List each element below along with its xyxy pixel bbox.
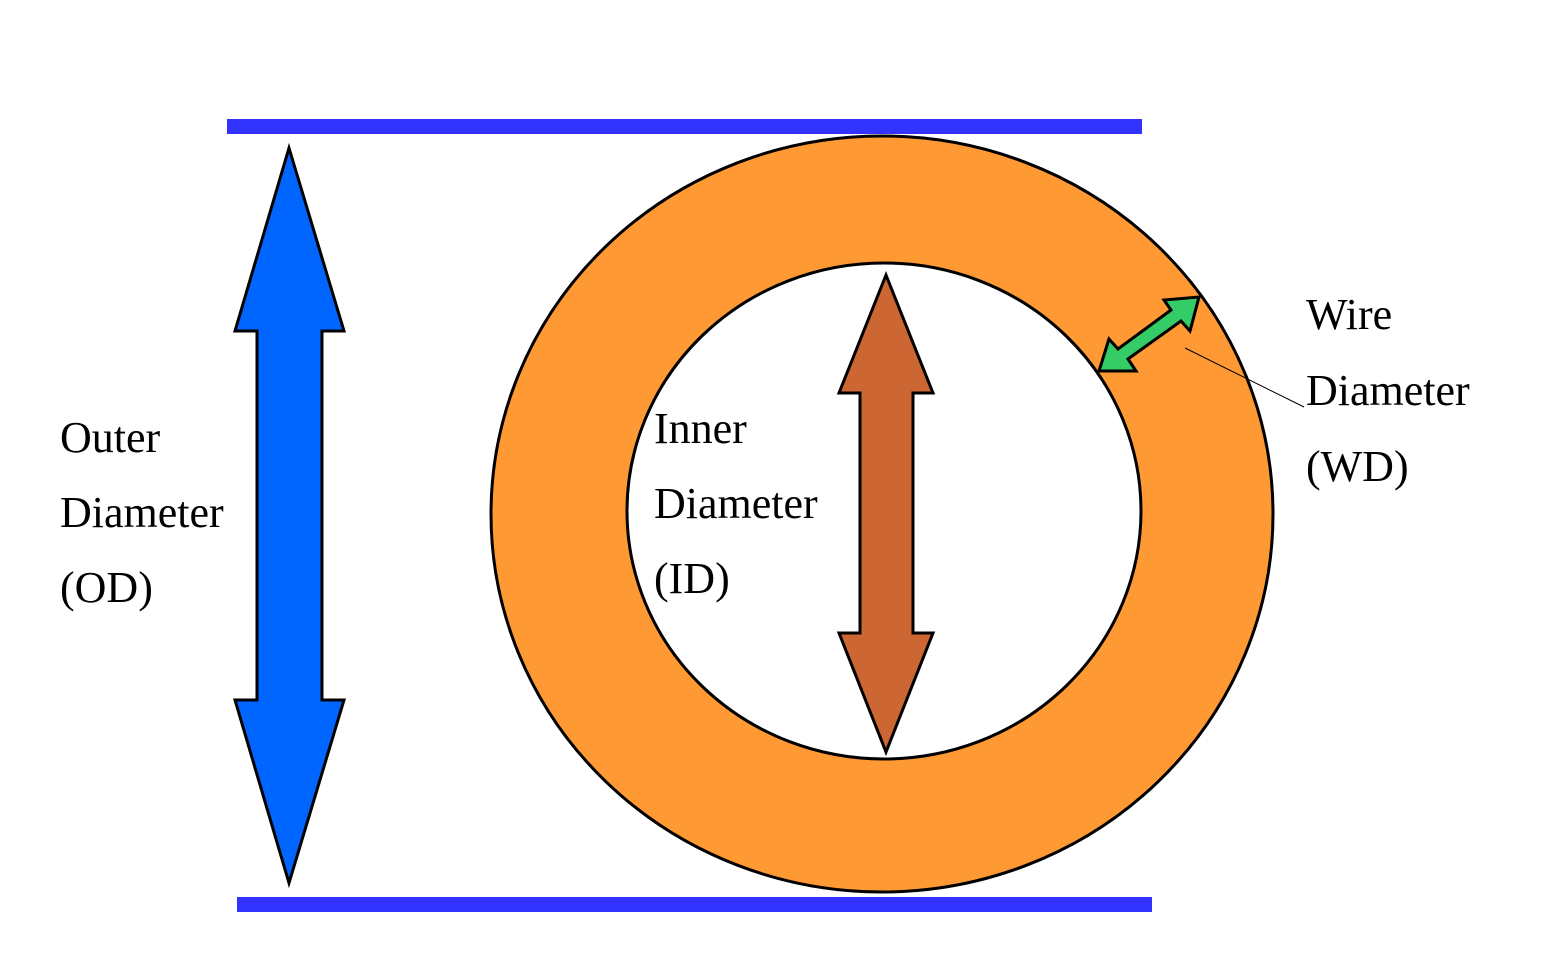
wire-diameter-leader-line — [1184, 347, 1305, 408]
inner-diameter-label-line-1: Inner — [654, 404, 747, 453]
inner-diameter-label-line-3: (ID) — [654, 554, 730, 603]
wire-diameter-label-line-3: (WD) — [1306, 442, 1409, 491]
outer-diameter-label-line-1: Outer — [60, 413, 161, 462]
bottom-boundary-line — [237, 897, 1152, 912]
inner-diameter-label-line-2: Diameter — [654, 479, 818, 528]
outer-diameter-arrow-icon — [232, 142, 347, 889]
wire-diameter-arrow-icon — [1096, 295, 1201, 373]
outer-diameter-label-line-3: (OD) — [60, 563, 153, 612]
top-boundary-line — [227, 119, 1142, 134]
wire-diameter-label-line-2: Diameter — [1306, 366, 1470, 415]
wire-ring — [489, 134, 1275, 894]
outer-diameter-label-line-2: Diameter — [60, 488, 224, 537]
inner-diameter-arrow-icon — [836, 270, 936, 757]
wire-diameter-label-line-1: Wire — [1306, 290, 1393, 339]
